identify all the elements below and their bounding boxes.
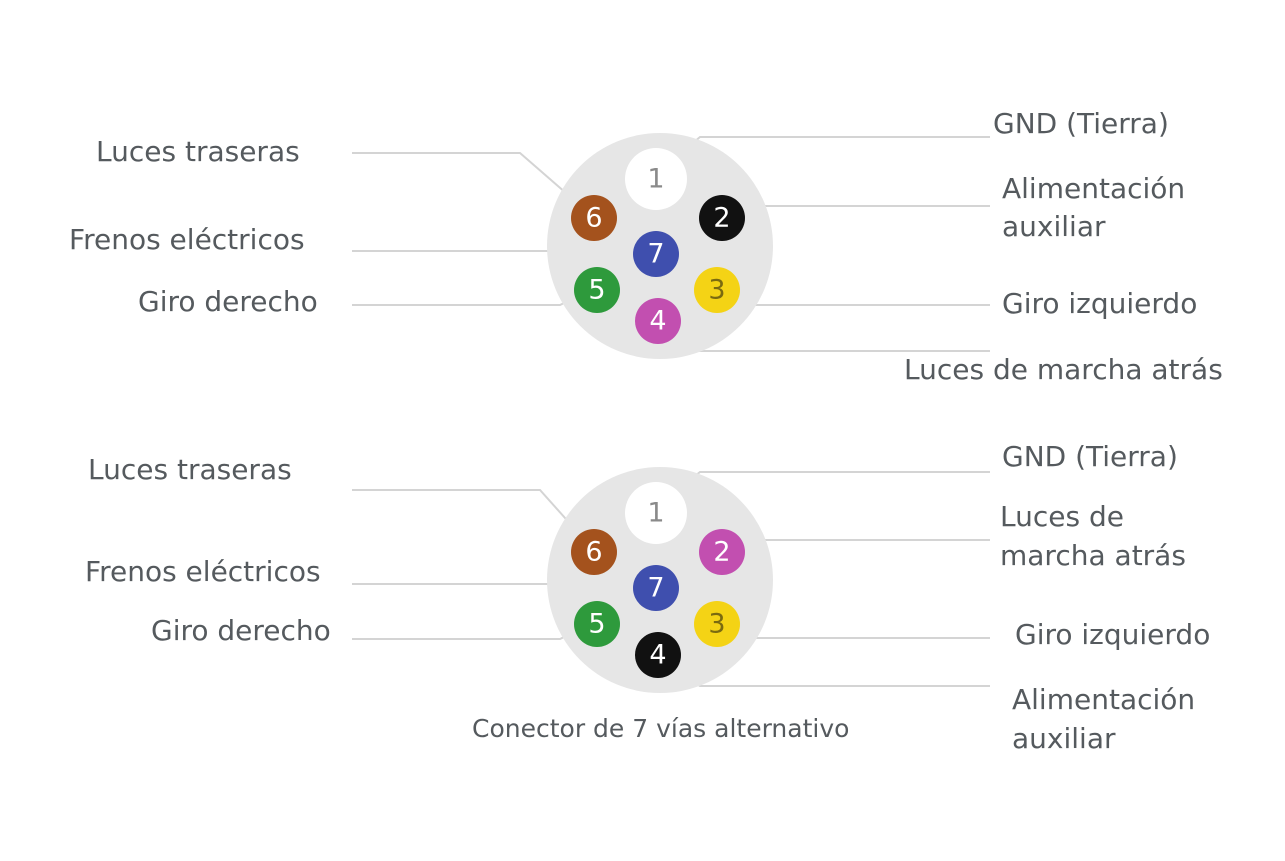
pin-2: 2: [699, 195, 745, 241]
label-giro-derecho: Giro derecho: [151, 614, 331, 647]
label-luces-traseras: Luces traseras: [96, 135, 300, 168]
label-luces-traseras: Luces traseras: [88, 453, 292, 486]
label-frenos-electricos: Frenos eléctricos: [69, 223, 305, 256]
pin-7: 7: [633, 231, 679, 277]
label-alimentacion-auxiliar-line2: auxiliar: [1012, 722, 1116, 755]
label-giro-izquierdo: Giro izquierdo: [1002, 287, 1198, 320]
leader-line-left-3: [352, 295, 579, 306]
label-luces-marcha-atras-line2: marcha atrás: [1000, 539, 1186, 572]
pin-4-number: 4: [649, 306, 666, 337]
label-giro-izquierdo: Giro izquierdo: [1015, 618, 1211, 651]
pin-2-dot: [699, 529, 745, 575]
connector-2-pins: 1 2 3 4 5 6 7: [571, 482, 745, 678]
pin-2: 2: [699, 529, 745, 575]
pin-7: 7: [633, 565, 679, 611]
pin-1: 1: [625, 148, 687, 210]
connector-1-pins: 1 2 3 4 5 6 7: [571, 148, 745, 344]
label-luces-marcha-atras-line1: Luces de: [1000, 500, 1124, 533]
label-alimentacion-auxiliar-line1: Alimentación: [1012, 683, 1196, 716]
pin-7-number: 7: [647, 573, 664, 604]
pin-2-number: 2: [713, 203, 730, 234]
pin-5-number: 5: [588, 609, 605, 640]
label-giro-derecho: Giro derecho: [138, 285, 318, 318]
pin-4-dot: [635, 298, 681, 344]
connector-2: 1 2 3 4 5 6 7: [352, 467, 990, 693]
pin-5-dot: [574, 601, 620, 647]
pin-6-number: 6: [585, 537, 602, 568]
pin-4: 4: [635, 298, 681, 344]
pin-7-dot: [633, 565, 679, 611]
label-luces-marcha-atras: Luces de marcha atrás: [904, 353, 1223, 386]
pin-1-number: 1: [647, 498, 664, 529]
pin-4-number: 4: [649, 640, 666, 671]
pin-1-dot: [625, 482, 687, 544]
label-alimentacion-auxiliar-line1: Alimentación: [1002, 172, 1186, 205]
pin-4-dot: [635, 632, 681, 678]
pin-5: 5: [574, 267, 620, 313]
pin-6: 6: [571, 195, 617, 241]
pin-3-dot: [694, 267, 740, 313]
pin-3: 3: [694, 267, 740, 313]
pin-1-number: 1: [647, 164, 664, 195]
pin-2-dot: [699, 195, 745, 241]
pin-5-dot: [574, 267, 620, 313]
pin-3-number: 3: [708, 275, 725, 306]
label-alimentacion-auxiliar-line2: auxiliar: [1002, 210, 1106, 243]
label-gnd-tierra: GND (Tierra): [993, 107, 1169, 140]
leader-line-left-3: [352, 629, 579, 640]
label-frenos-electricos: Frenos eléctricos: [85, 555, 321, 588]
pin-3: 3: [694, 601, 740, 647]
pin-3-dot: [694, 601, 740, 647]
pin-5: 5: [574, 601, 620, 647]
pin-4: 4: [635, 632, 681, 678]
pin-3-number: 3: [708, 609, 725, 640]
pin-7-dot: [633, 231, 679, 277]
connector-1: 1 2 3 4 5 6 7: [352, 133, 990, 359]
leader-line-left-1: [352, 489, 575, 529]
leader-line-left-1: [352, 152, 575, 201]
pin-5-number: 5: [588, 275, 605, 306]
label-gnd-tierra: GND (Tierra): [1002, 440, 1178, 473]
pin-6-dot: [571, 529, 617, 575]
pin-1: 1: [625, 482, 687, 544]
pin-6: 6: [571, 529, 617, 575]
pin-6-dot: [571, 195, 617, 241]
pin-2-number: 2: [713, 537, 730, 568]
pin-6-number: 6: [585, 203, 602, 234]
pin-1-dot: [625, 148, 687, 210]
pin-7-number: 7: [647, 239, 664, 270]
diagram-caption: Conector de 7 vías alternativo: [472, 714, 850, 743]
